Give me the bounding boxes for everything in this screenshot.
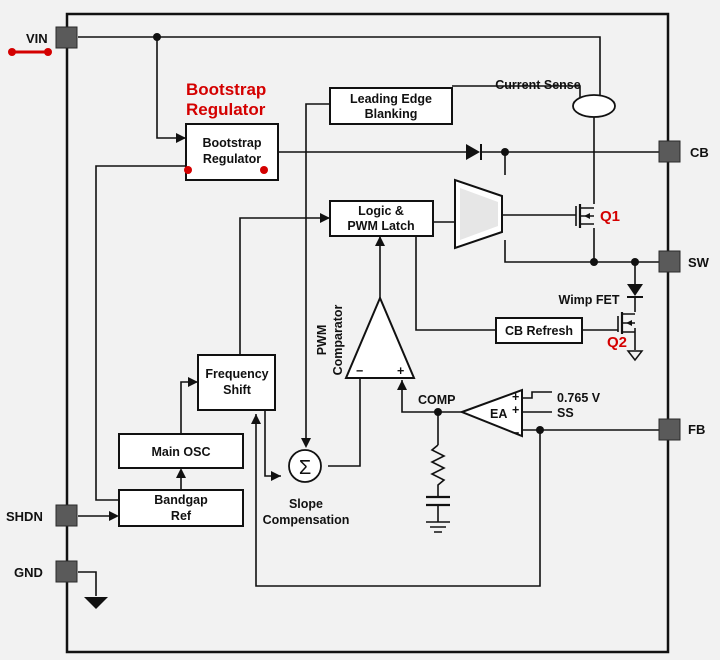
pin-label-vin: VIN xyxy=(26,31,48,46)
ea-label: EA xyxy=(490,407,507,421)
leading-edge-blanking-box xyxy=(329,87,453,125)
ea-minus: − xyxy=(512,426,519,440)
comp-label: COMP xyxy=(418,393,456,407)
logic-latch-label-1: Logic & xyxy=(358,204,404,218)
q1-mosfet xyxy=(575,204,594,228)
bootstrap-diode xyxy=(466,144,482,160)
bandgap-ref-box xyxy=(118,489,244,527)
vref-label: 0.765 V xyxy=(557,391,601,405)
bandgap-label-1: Bandgap xyxy=(154,493,208,507)
q2-label: Q2 xyxy=(607,334,627,351)
wimp-fet-label: Wimp FET xyxy=(559,293,620,307)
cb-refresh-label: CB Refresh xyxy=(505,324,573,338)
bootstrap-title-line2: Regulator xyxy=(186,100,266,119)
frequency-shift-label-2: Shift xyxy=(223,383,252,397)
q1-label: Q1 xyxy=(600,208,620,225)
main-osc-box xyxy=(118,433,244,469)
sigma-label: Σ xyxy=(299,457,311,479)
ea-plus-1: + xyxy=(512,390,519,404)
bootstrap-title-line1: Bootstrap xyxy=(186,80,266,99)
vin-pin xyxy=(55,26,78,49)
main-osc-label: Main OSC xyxy=(151,445,210,459)
bootstrap-box-label-1: Bootstrap xyxy=(202,136,261,150)
sw-pin xyxy=(658,250,681,273)
pwm-comparator-label-2: Comparator xyxy=(331,304,345,375)
bandgap-label-2: Ref xyxy=(171,509,192,523)
error-amplifier xyxy=(459,388,523,438)
junction-dots xyxy=(153,33,639,434)
gnd-pin xyxy=(55,560,78,583)
pwm-comparator-label-1: PWM xyxy=(315,325,329,356)
bootstrap-box-label-2: Regulator xyxy=(203,152,261,166)
slope-summer xyxy=(288,449,322,483)
cb-refresh-box xyxy=(495,317,583,344)
chip-outline xyxy=(65,12,670,654)
frequency-shift-label-1: Frequency xyxy=(205,367,268,381)
pwm-comp-plus: + xyxy=(397,364,404,378)
bootstrap-marker-dot-right xyxy=(260,166,268,174)
wimp-fet-diode xyxy=(627,284,643,298)
pins xyxy=(55,26,681,583)
pin-label-cb: CB xyxy=(690,145,709,160)
slope-label-1: Slope xyxy=(289,497,323,511)
pwm-comp-minus: − xyxy=(356,364,363,378)
leading-edge-label-2: Blanking xyxy=(365,107,418,121)
shdn-pin xyxy=(55,504,78,527)
arrowheads xyxy=(109,133,407,521)
cb-pin xyxy=(658,140,681,163)
gnd-ground-icon xyxy=(84,597,108,609)
frequency-shift-box xyxy=(197,354,276,411)
pin-label-sw: SW xyxy=(688,255,710,270)
pin-label-shdn: SHDN xyxy=(6,509,43,524)
bootstrap-marker-dot-left xyxy=(184,166,192,174)
current-sense-ellipse xyxy=(572,94,616,118)
slope-label-2: Compensation xyxy=(263,513,350,527)
current-sense-label: Current Sense xyxy=(495,78,580,92)
q2-ground-icon xyxy=(626,350,644,362)
gate-driver xyxy=(454,178,503,250)
q2-mosfet xyxy=(617,312,635,334)
ss-label: SS xyxy=(557,406,574,420)
leading-edge-label-1: Leading Edge xyxy=(350,92,432,106)
vin-marker xyxy=(8,48,52,56)
logic-pwm-latch-box xyxy=(329,200,434,237)
pwm-comparator xyxy=(344,295,416,379)
fb-pin xyxy=(658,418,681,441)
logic-latch-label-2: PWM Latch xyxy=(347,219,414,233)
pin-label-fb: FB xyxy=(688,422,705,437)
ea-plus-2: + xyxy=(512,403,519,417)
pin-label-gnd: GND xyxy=(14,565,43,580)
